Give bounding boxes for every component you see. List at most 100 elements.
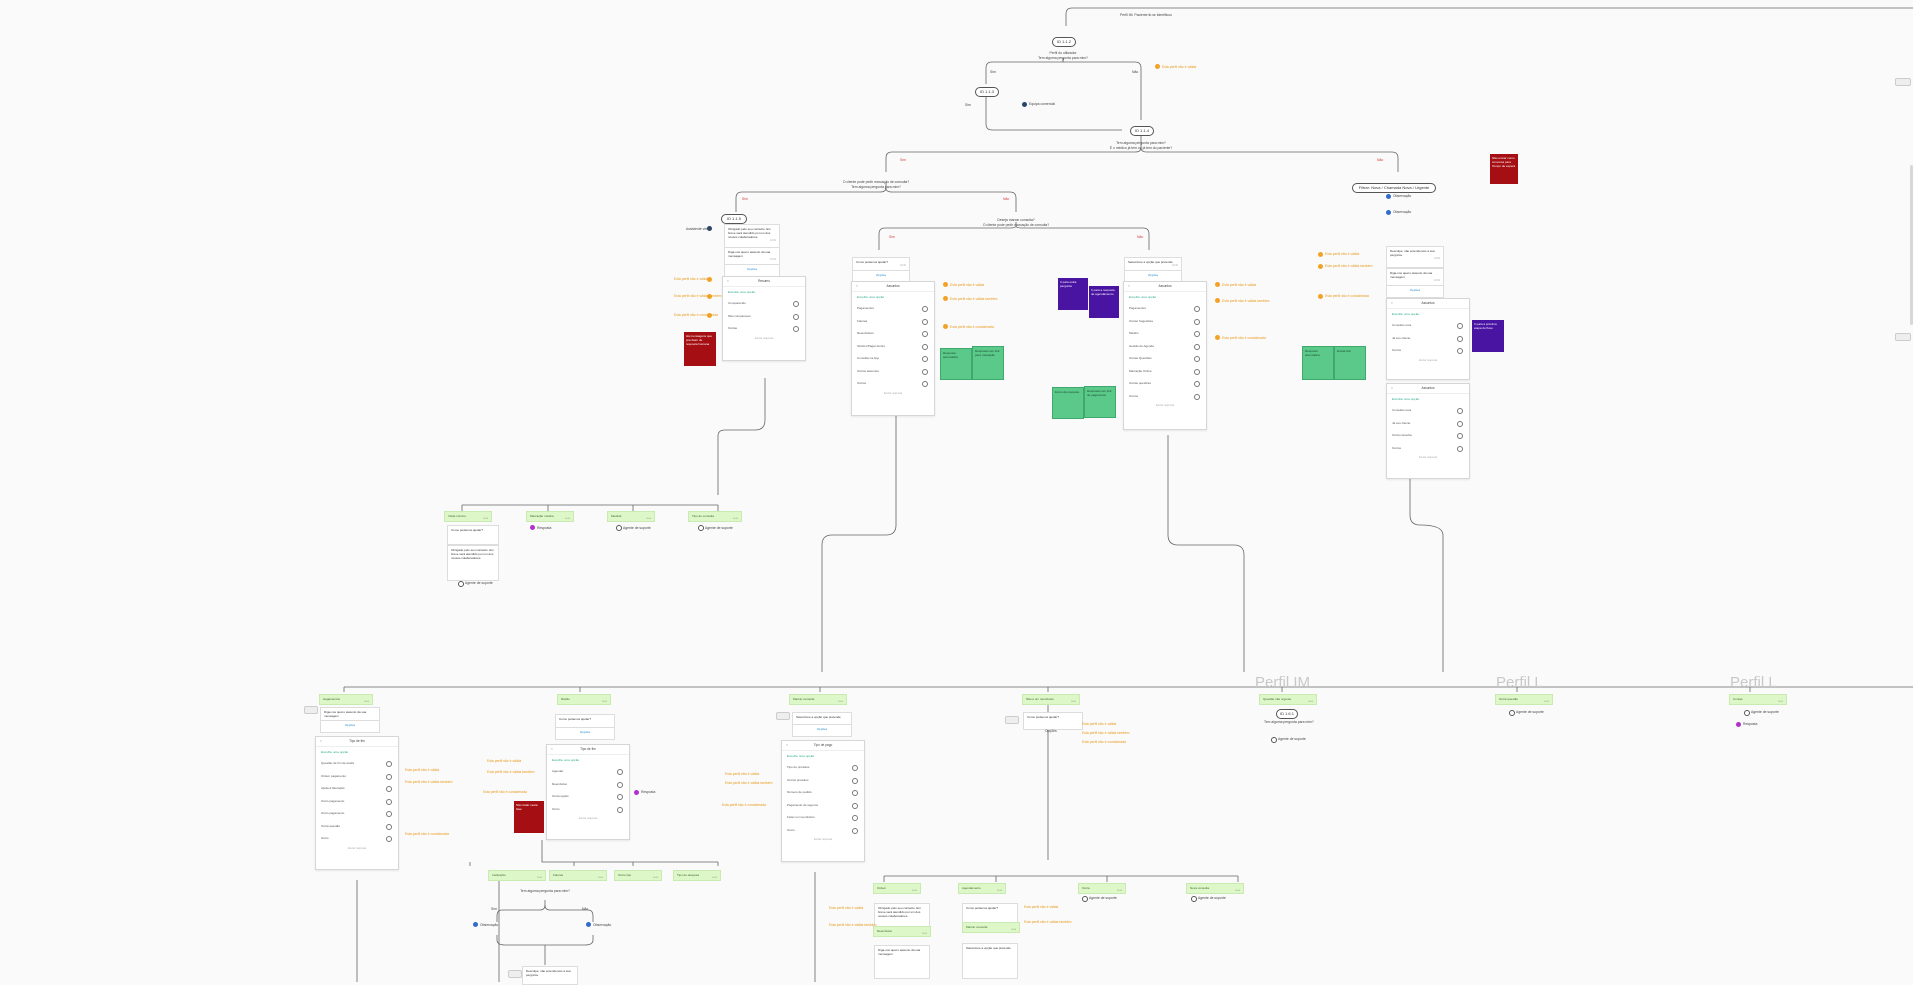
id-pill[interactable]: ID 1.1.5 [721,214,747,224]
option-item[interactable]: Sinistro/Pagar dentro [852,340,934,353]
option-item[interactable]: Pagamentos [852,302,934,315]
options-button[interactable]: Opções [1386,285,1444,298]
collapsed-node[interactable] [776,712,790,720]
id-pill[interactable]: ID 1.1.4 [1130,126,1154,136]
option-item[interactable]: Gestão de Agenda [1124,340,1206,353]
option-item[interactable]: Tipo de produtos [782,761,864,774]
option-item[interactable]: Outros [1387,344,1469,357]
option-item[interactable]: Ajuda à faturação [316,782,398,795]
option-item[interactable]: Outros produtos [782,774,864,787]
option-item[interactable]: Outro pagamento [316,807,398,820]
option-item[interactable]: Consulta na App [852,352,934,365]
collapsed-node[interactable] [304,706,318,714]
sticky-note-purple[interactable]: Ir para a resposta de agendamento [1089,286,1119,318]
option-item[interactable]: Número de pedido [782,786,864,799]
options-card[interactable]: ×Resumo Escolhe uma opção Comparecido Nã… [722,276,806,361]
option-item[interactable]: Outras Sugestões [1124,315,1206,328]
collapsed-node[interactable] [1895,78,1911,86]
option-item[interactable]: Médico [1124,327,1206,340]
options-card[interactable]: ×Tipo de fim Escolhe uma opção Agendar R… [546,744,630,840]
option-item[interactable]: Outras questões [1124,377,1206,390]
option-item[interactable]: Não compareceu [723,310,805,323]
collapsed-node[interactable] [1895,333,1911,341]
sticky-note-green[interactable]: Resposta automática [1302,346,1334,380]
option-item[interactable]: Outros [852,377,934,390]
option-item[interactable]: Outro [316,832,398,845]
option-item[interactable]: Questão de fim de tarefa [316,757,398,770]
option-item[interactable]: Outra questão [316,820,398,833]
collapsed-node[interactable] [508,970,522,978]
id-pill[interactable]: ID 1.1.3 [975,87,999,97]
option-item[interactable]: Outra opção [547,790,629,803]
sticky-note-green[interactable]: Resposta com link para marcação [972,346,1004,380]
options-button[interactable]: Opções [792,724,852,737]
option-item[interactable]: Outros [1124,390,1206,403]
option-item[interactable]: Outro [782,824,864,837]
option-item[interactable]: Consulta nova [1387,404,1469,417]
options-button[interactable]: Opções [320,720,380,733]
option-item[interactable]: Já sou cliente [1387,332,1469,345]
sticky-note-green[interactable]: Envio da resposta [1052,387,1084,419]
option-item[interactable]: Consulta nova [1387,319,1469,332]
option-item[interactable]: Comparecido [723,297,805,310]
option-item[interactable]: Outros [1387,442,1469,455]
option-item[interactable]: Reembolso [547,778,629,791]
option-item[interactable]: Pagamentos [1124,302,1206,315]
vertical-scrollbar[interactable] [1910,165,1913,325]
sticky-note-purple[interactable]: Ir para outra pergunta [1058,278,1088,310]
option-item[interactable]: Outros assuntos [852,365,934,378]
id-pill[interactable]: ID 1.1.2 [1052,37,1076,47]
sticky-note-green[interactable]: Resposta com link de pagamento [1084,386,1116,418]
option-item[interactable]: Já sou cliente [1387,417,1469,430]
sticky-note-red[interactable]: Há mensagens que precisam de resposta hu… [684,332,716,366]
options-card[interactable]: ×Assuntos Escolhe uma opção Consulta nov… [1386,383,1470,479]
options-card[interactable]: ×Tipo de pago Escolhe uma opção Tipo de … [781,740,865,862]
sticky-note-red[interactable]: Não tratar nesta fase [514,801,544,833]
option-item[interactable]: Ordem pagamento [316,770,398,783]
sticky-note-green[interactable]: Resposta automática [940,348,972,380]
option-item[interactable]: Faturas [852,315,934,328]
option-item[interactable]: Agendar [547,765,629,778]
filter-pill[interactable]: Filtrar: Nova / Chamada Nova / Urgente [1352,183,1436,193]
id-pill[interactable]: ID 1.6.1 [1276,709,1298,719]
option-item[interactable]: Outro [547,803,629,816]
option-item[interactable]: Outro pagamento [316,795,398,808]
options-card[interactable]: ×Tipo de fim Escolhe uma opção Questão d… [315,736,399,870]
options-card[interactable]: ×Assuntos Escolhe uma opção Pagamentos F… [851,281,935,416]
options-card[interactable]: ×Assuntos Escolhe uma opção Consulta nov… [1386,298,1470,380]
option-item[interactable]: Outras [723,322,805,335]
option-item[interactable]: Reembolsos [852,327,934,340]
sticky-note-green[interactable]: Enviar link [1334,346,1366,380]
option-item[interactable]: Marcação Online [1124,365,1206,378]
option-item[interactable]: Pagamento de seguros [782,799,864,812]
link-text[interactable]: Opções [1045,729,1057,733]
option-item[interactable]: Outra consulta [1387,429,1469,442]
options-card[interactable]: ×Assuntos Escolhe uma opção Pagamentos O… [1123,281,1207,430]
option-item[interactable]: Outras Questões [1124,352,1206,365]
sticky-note-purple[interactable]: Ir para a próxima etapa do fluxo [1472,320,1504,352]
collapsed-node[interactable] [1005,716,1019,724]
options-button[interactable]: Opções [555,727,615,740]
